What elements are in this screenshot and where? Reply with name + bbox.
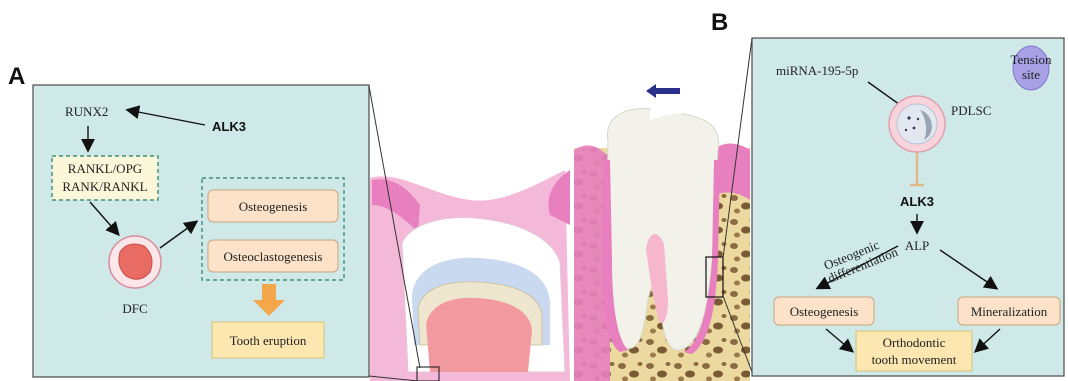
dfc-label: DFC <box>122 301 147 316</box>
runx2-label: RUNX2 <box>65 104 108 119</box>
mirna-label: miRNA-195-5p <box>776 63 858 78</box>
panel-a-letter: A <box>8 63 25 90</box>
tension-label-line2: site <box>1022 67 1040 82</box>
orthodontic-label-line2: tooth movement <box>872 352 957 367</box>
panel-b-osteogenesis-label: Osteogenesis <box>790 304 859 319</box>
orthodontic-label-line1: Orthodontic <box>883 335 946 350</box>
mineralization-label: Mineralization <box>971 304 1048 319</box>
tooth-in-bone-illustration <box>574 101 750 381</box>
tooth-eruption-label: Tooth eruption <box>230 333 307 348</box>
panel-b-letter: B <box>711 9 728 36</box>
pdlsc-cell-icon <box>889 96 945 152</box>
panel-b-alk3-label: ALK3 <box>900 194 934 209</box>
panel-a-alk3-label: ALK3 <box>212 119 246 134</box>
dfc-cell-icon <box>109 236 161 288</box>
tension-label-line1: Tension <box>1011 52 1052 67</box>
rankl-opg-label: RANKL/OPG <box>68 161 142 176</box>
panel-a-osteogenesis-label: Osteogenesis <box>239 199 308 214</box>
rank-rankl-label: RANK/RANKL <box>62 179 147 194</box>
alp-label: ALP <box>905 238 930 253</box>
direction-arrow-left-icon <box>646 84 680 98</box>
developing-tooth-illustration <box>370 170 570 381</box>
pdlsc-label: PDLSC <box>951 103 991 118</box>
osteoclastogenesis-label: Osteoclastogenesis <box>224 249 323 264</box>
